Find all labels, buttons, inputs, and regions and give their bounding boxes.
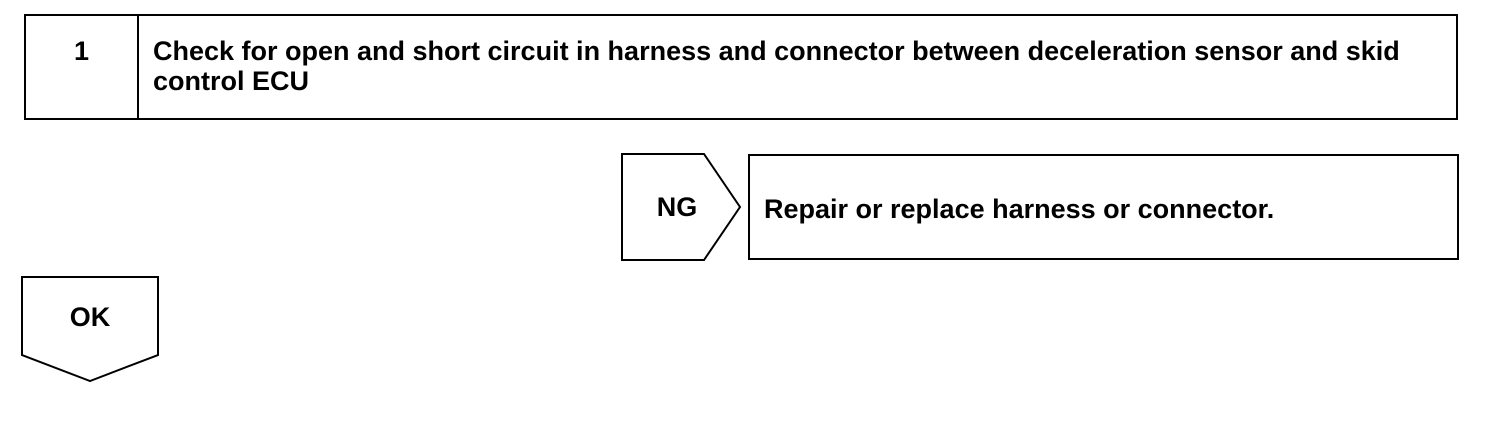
ng-label: NG	[656, 192, 698, 222]
step-box: 1 Check for open and short circuit in ha…	[24, 14, 1458, 120]
step-number-cell: 1	[26, 16, 139, 118]
step-number: 1	[73, 36, 90, 66]
step-title: Check for open and short circuit in harn…	[153, 36, 1400, 96]
ng-result-box: Repair or replace harness or connector.	[748, 154, 1459, 260]
ok-label: OK	[69, 302, 111, 332]
ng-arrow-shape	[621, 153, 742, 261]
ok-arrow-shape	[21, 276, 159, 383]
ng-result-text: Repair or replace harness or connector.	[764, 194, 1275, 224]
